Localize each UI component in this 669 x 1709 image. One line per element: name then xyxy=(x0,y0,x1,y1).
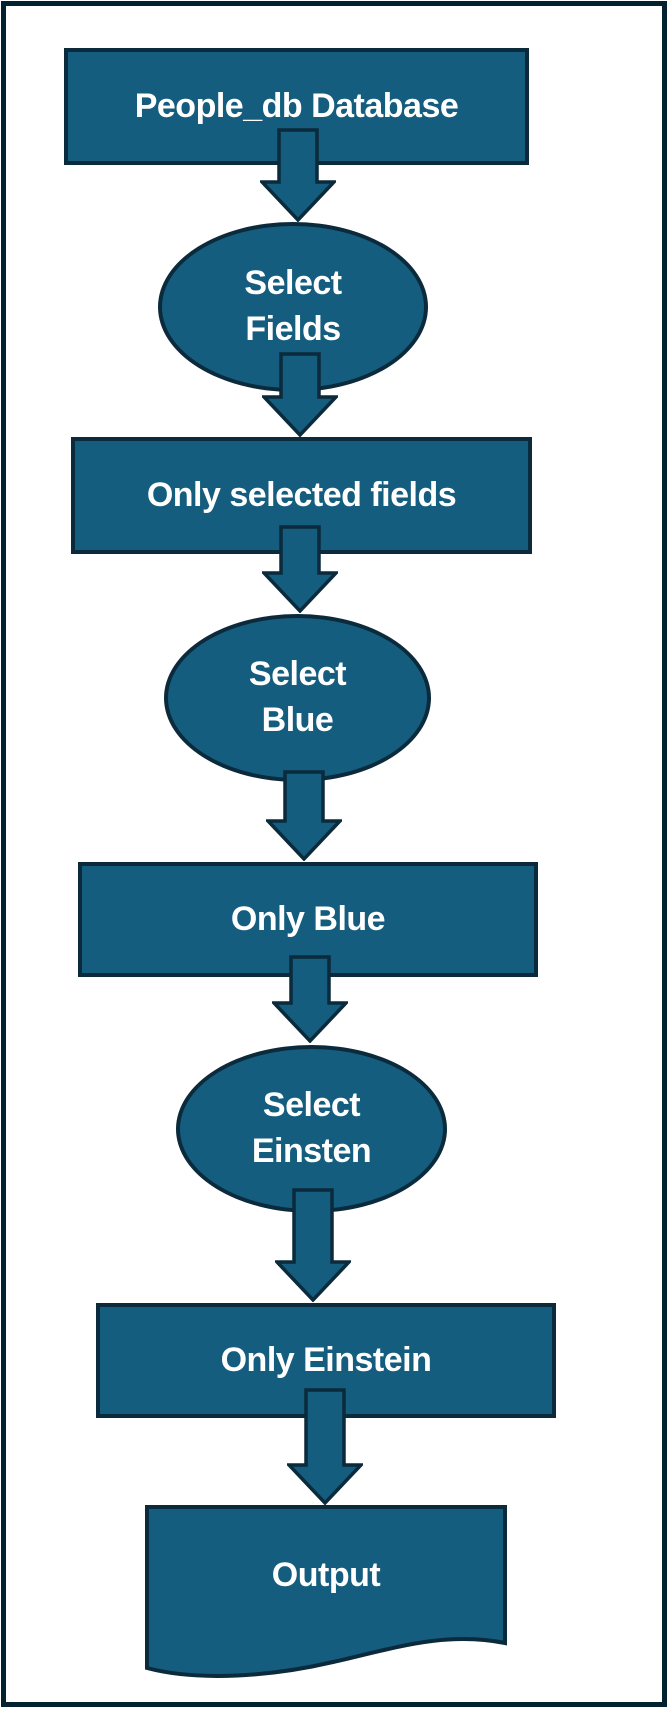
down-arrow-icon xyxy=(260,128,336,222)
down-arrow-icon xyxy=(262,525,338,613)
node-label: Select xyxy=(244,264,342,303)
down-arrow-icon xyxy=(266,770,342,861)
node-label: Only selected fields xyxy=(146,475,457,514)
node-label: Output xyxy=(271,1555,381,1594)
node-select-einsten: Select Einsten xyxy=(176,1045,447,1213)
node-select-blue: Select Blue xyxy=(164,614,431,782)
node-label: Select xyxy=(262,1086,361,1125)
node-label: Only Einstein xyxy=(220,1340,432,1379)
document-shape xyxy=(145,1505,507,1678)
node-label: Einsten xyxy=(251,1132,372,1170)
down-arrow-icon xyxy=(275,1188,351,1302)
node-label: Blue xyxy=(261,701,334,739)
down-arrow-icon xyxy=(272,955,348,1043)
node-label: Select xyxy=(248,655,347,694)
node-label: People_db Database xyxy=(134,86,459,125)
node-label: Fields xyxy=(245,310,341,348)
node-output: Output xyxy=(145,1505,507,1680)
down-arrow-icon xyxy=(262,352,338,437)
down-arrow-icon xyxy=(287,1388,363,1505)
node-label: Only Blue xyxy=(230,899,386,938)
